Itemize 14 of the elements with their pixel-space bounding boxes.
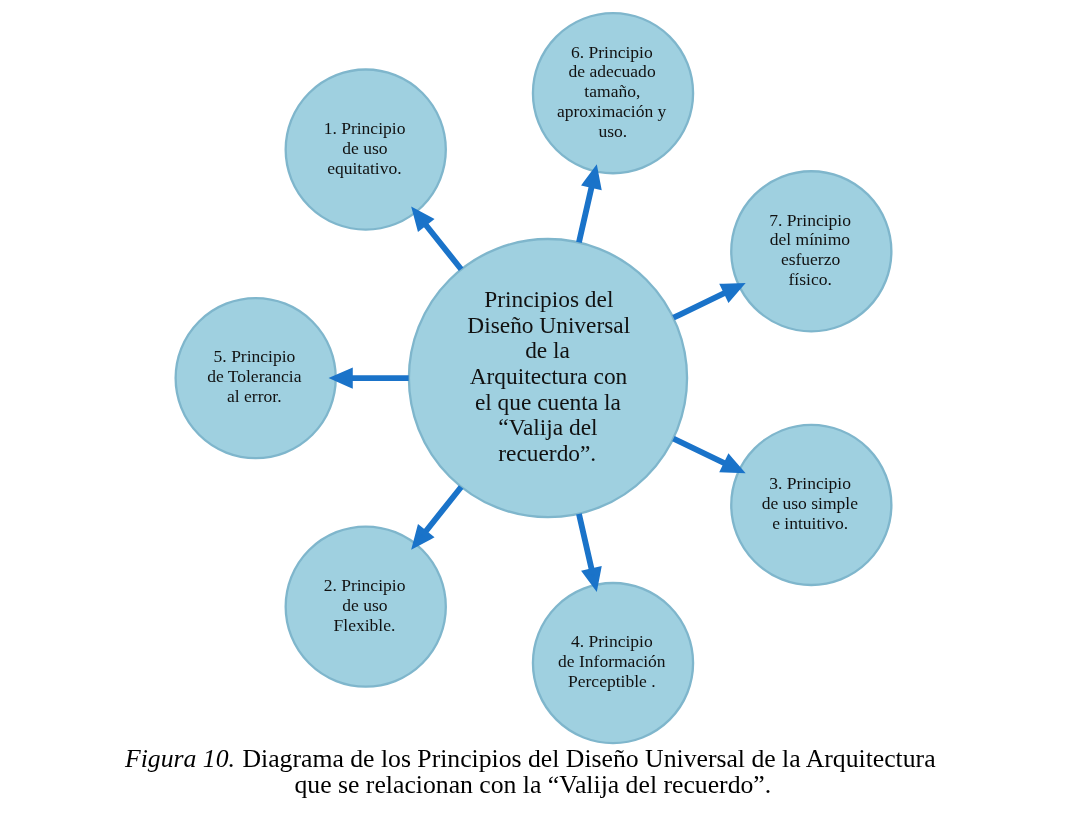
node-circle: 4. Principio de Información Perceptible . [531,581,695,745]
arrow [328,367,409,389]
node-circle: 6. Principio de adecuado tamaño, aproximación y uso. [531,11,695,175]
node-circle: 3. Principio de uso simple e intuitivo. [730,423,893,587]
node-circle: 7. Principio del mínimo esfuerzo físico. [730,170,893,333]
arrow [672,282,746,321]
caption: Figura 10. Diagrama de los Principios del Diseño Universal de la Arquitectura que se relacionan con la “Valija del recuerdo”. [125,744,936,799]
arrow [576,513,602,593]
node-circle: Principios del Diseño Universal de la Arquitectura con el que cuenta la “Valija del recuerdo”. [407,237,689,519]
arrow [411,485,464,550]
node-circle: 5. Principio de Tolerancia al error. [174,296,337,460]
arrow [411,206,464,272]
arrow [576,164,602,243]
arrow [672,435,746,474]
